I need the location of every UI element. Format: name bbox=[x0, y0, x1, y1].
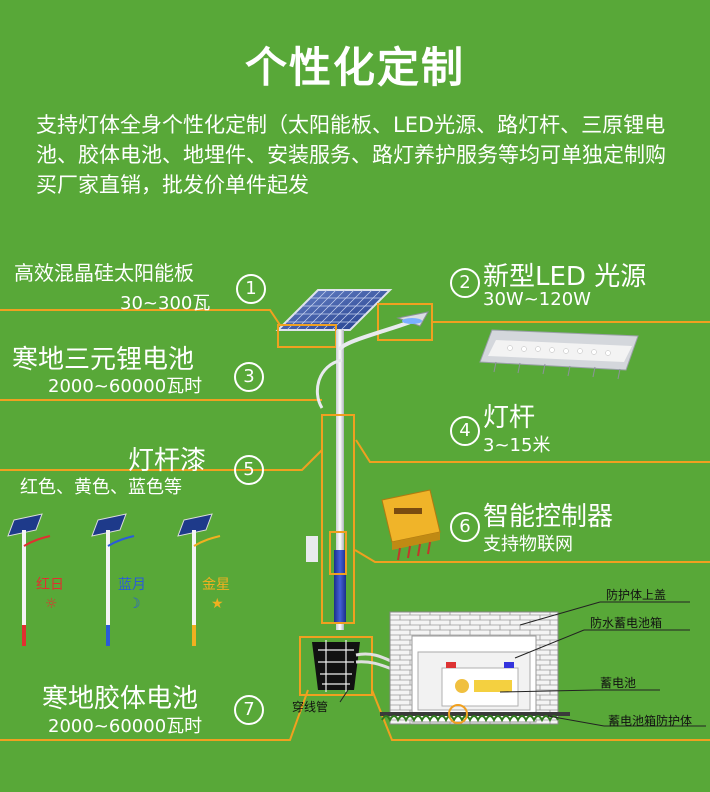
label-battery: 蓄电池 bbox=[600, 676, 637, 690]
foundation-graphic bbox=[299, 636, 411, 696]
leader-lines bbox=[0, 309, 710, 741]
badge-7: 7 bbox=[234, 695, 264, 725]
label-waterproof-box: 防水蓄电池箱 bbox=[590, 616, 663, 630]
solar-panel-title: 高效混晶硅太阳能板 bbox=[14, 261, 194, 285]
sun-icon: ☼ bbox=[45, 596, 58, 612]
color-label-blue: 蓝月 bbox=[118, 577, 146, 593]
color-label-gold: 金星 bbox=[202, 577, 230, 593]
controller-graphic bbox=[381, 489, 441, 561]
intro-text: 支持灯体全身个性化定制（太阳能板、LED光源、路灯杆、三原锂电池、胶体电池、地埋… bbox=[36, 113, 666, 197]
colloid-battery-title: 寒地胶体电池 bbox=[42, 684, 199, 714]
badge-4: 4 bbox=[450, 416, 480, 446]
solar-panel-graphic bbox=[275, 289, 393, 331]
badge-1: 1 bbox=[236, 274, 266, 304]
star-icon: ★ bbox=[211, 596, 224, 612]
color-label-red: 红日 bbox=[36, 577, 64, 593]
moon-icon: ☽ bbox=[128, 596, 141, 612]
pole-paint-title: 灯杆漆 bbox=[128, 446, 207, 476]
led-module-graphic bbox=[479, 329, 639, 380]
colloid-battery-spec: 2000~60000瓦时 bbox=[48, 716, 203, 737]
label-conduit: 穿线管 bbox=[292, 700, 329, 714]
pole-spec: 3~15米 bbox=[483, 435, 551, 456]
battery-enclosure-graphic bbox=[380, 611, 570, 725]
color-pole-variants bbox=[7, 513, 221, 646]
controller-spec: 支持物联网 bbox=[483, 534, 573, 555]
solar-panel-spec: 30~300瓦 bbox=[120, 293, 211, 314]
label-protector: 蓄电池箱防护体 bbox=[608, 714, 693, 728]
pole-title: 灯杆 bbox=[483, 403, 536, 433]
badge-5: 5 bbox=[234, 455, 264, 485]
lithium-battery-title: 寒地三元锂电池 bbox=[12, 345, 195, 375]
page-title: 个性化定制 bbox=[244, 43, 465, 92]
label-top-cover: 防护体上盖 bbox=[606, 588, 667, 602]
badge-6: 6 bbox=[450, 512, 480, 542]
enclosure-callout-lines bbox=[339, 601, 706, 727]
lithium-battery-spec: 2000~60000瓦时 bbox=[48, 376, 203, 397]
led-title: 新型LED 光源 bbox=[483, 262, 647, 292]
street-pole-graphic bbox=[306, 311, 429, 630]
badge-3: 3 bbox=[234, 362, 264, 392]
badge-2: 2 bbox=[450, 268, 480, 298]
controller-title: 智能控制器 bbox=[483, 502, 614, 532]
pole-paint-spec: 红色、黄色、蓝色等 bbox=[20, 477, 182, 498]
led-spec: 30W~120W bbox=[483, 289, 591, 310]
